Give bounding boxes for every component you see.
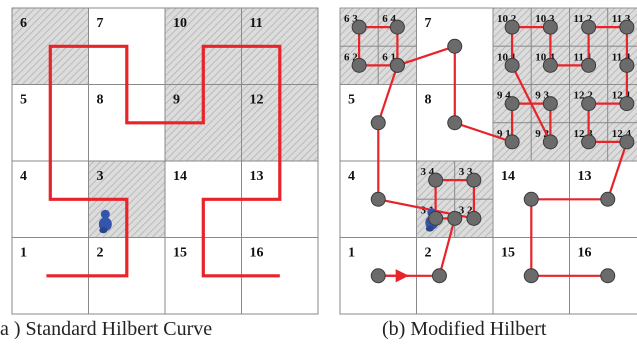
path-node [600,191,616,207]
cell-label: 5 [20,93,27,108]
path-node [619,134,635,150]
path-node [428,172,444,188]
cell-label: 14 [501,169,515,184]
cell-label: 4 [20,169,27,184]
path-node [504,19,520,35]
cell-label: 15 [173,246,187,261]
person-marker-icon [98,209,112,234]
path-node [370,115,386,131]
path-node [542,57,558,73]
cell-label: 8 [97,93,104,108]
cell-label: 13 [578,169,592,184]
cell-label: 11 [250,16,263,31]
path-node [619,19,635,35]
path-node [428,210,444,226]
path-node [351,19,367,35]
cell-label: 5 [348,93,355,108]
cell-label: 1 [348,246,355,261]
cell-label: 16 [578,246,592,261]
cell-label: 6 [20,16,27,31]
path-node [447,210,463,226]
cell-label: 4 [348,169,355,184]
cell-label: 1 [20,246,27,261]
caption-standard-hilbert: a ) Standard Hilbert Curve [0,318,213,340]
path-node [466,172,482,188]
cell-label: 9 [173,93,180,108]
cell-label: 13 [250,169,264,184]
path-node [447,38,463,54]
cell-label: 2 [97,246,104,261]
path-node [447,115,463,131]
hilbert-curve [46,44,282,278]
cell-label: 10 [173,16,187,31]
path-node [389,19,405,35]
cell-label: 2 [425,246,432,261]
caption-modified-hilbert: (b) Modified Hilbert [382,318,547,340]
path-node [581,19,597,35]
cell-label: 16 [250,246,264,261]
path-node [542,96,558,112]
cell-label: 3 [97,169,104,184]
path-node [351,57,367,73]
path-node [370,268,386,284]
cell-label: 12 [250,93,264,108]
path-node [370,191,386,207]
path-node [542,19,558,35]
path-node [600,268,616,284]
path-node [389,57,405,73]
path-node [523,191,539,207]
path-node [542,134,558,150]
cell-label: 15 [501,246,515,261]
path-node [504,96,520,112]
path-node [466,210,482,226]
cell-label: 8 [425,93,432,108]
cell-label: 14 [173,169,187,184]
path-node [504,57,520,73]
path-node [431,268,447,284]
path-node [619,96,635,112]
cell-label: 7 [97,16,104,31]
path-node [581,57,597,73]
path-node [619,57,635,73]
path-node [504,134,520,150]
path-node [581,96,597,112]
cell-label: 7 [425,16,432,31]
path-node [581,134,597,150]
path-node [523,268,539,284]
